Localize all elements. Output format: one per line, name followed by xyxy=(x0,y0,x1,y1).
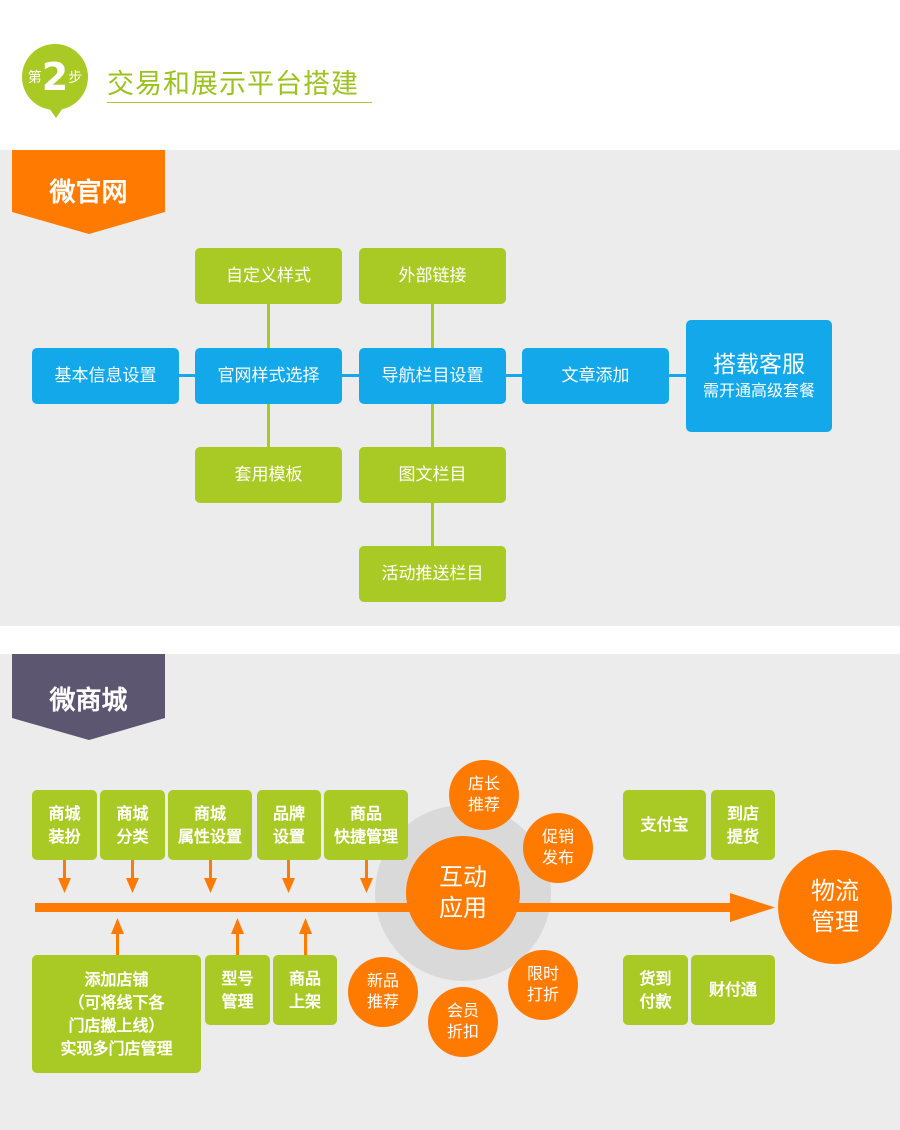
label: 管理 xyxy=(221,992,254,1011)
label: 互动 xyxy=(439,862,487,891)
mall-category-box: 商城分类 xyxy=(100,790,165,860)
service-title: 搭载客服 xyxy=(713,351,805,378)
label: 货到 xyxy=(639,968,672,988)
connector xyxy=(431,404,434,447)
label: 商城 xyxy=(48,803,81,823)
label: 限时 xyxy=(526,964,559,984)
connector xyxy=(267,304,270,348)
article-add-box: 文章添加 xyxy=(522,348,669,404)
store-pickup-box: 到店提货 xyxy=(711,790,775,860)
label: 折扣 xyxy=(446,1022,479,1041)
step-suffix: 步 xyxy=(68,70,83,86)
flash-sale-circle: 限时打折 xyxy=(508,950,578,1020)
logistics-circle: 物流管理 xyxy=(778,850,892,964)
label: 到店 xyxy=(726,803,759,823)
label: 设置 xyxy=(272,827,305,846)
section-banner: 微商城 xyxy=(49,686,128,716)
badge-pointer xyxy=(49,108,63,118)
mall-attribute-box: 商城属性设置 xyxy=(168,790,252,860)
label: 门店搬上线） xyxy=(68,1016,165,1035)
label: 商品 xyxy=(349,803,382,823)
label: 付款 xyxy=(639,992,672,1011)
label: 型号 xyxy=(221,968,254,988)
label: 快捷管理 xyxy=(333,827,398,846)
site-style-box: 官网样式选择 xyxy=(195,348,342,404)
label: 推荐 xyxy=(467,795,500,814)
label: 会员 xyxy=(446,1001,479,1021)
label: 物流 xyxy=(811,876,859,905)
step-number: 2 xyxy=(41,55,69,99)
step-badge: 第 2 步 xyxy=(22,44,88,110)
template-box: 套用模板 xyxy=(195,447,342,503)
connector xyxy=(431,503,434,546)
label: 品牌 xyxy=(272,803,305,823)
custom-style-box: 自定义样式 xyxy=(195,248,342,304)
label: 店长 xyxy=(467,774,500,794)
label: （可将线下各 xyxy=(68,992,165,1012)
model-manage-box: 型号管理 xyxy=(205,955,270,1025)
label: 上架 xyxy=(288,992,321,1011)
member-discount-circle: 会员折扣 xyxy=(428,987,498,1057)
banner-shape xyxy=(12,654,165,740)
mall-decor-box: 商城装扮 xyxy=(32,790,97,860)
cash-on-delivery-box: 货到付款 xyxy=(623,955,688,1025)
image-text-box: 图文栏目 xyxy=(359,447,506,503)
label: 发布 xyxy=(541,848,574,867)
label: 商城 xyxy=(193,803,226,823)
label: 新品 xyxy=(366,971,399,991)
product-quick-box: 商品快捷管理 xyxy=(324,790,408,860)
activity-push-box: 活动推送栏目 xyxy=(359,546,506,602)
label: 分类 xyxy=(116,827,149,846)
title-underline xyxy=(107,102,372,103)
promotion-circle: 促销发布 xyxy=(523,813,593,883)
section-banner: 微官网 xyxy=(49,178,128,208)
customer-service-box: 搭载客服 需开通高级套餐 xyxy=(686,320,832,432)
new-product-circle: 新品推荐 xyxy=(348,957,418,1027)
label: 应用 xyxy=(439,894,487,922)
tenpay-box: 财付通 xyxy=(691,955,775,1025)
brand-setting-box: 品牌设置 xyxy=(257,790,321,860)
banner-shape xyxy=(12,150,165,234)
label: 打折 xyxy=(526,985,559,1004)
label: 商城 xyxy=(116,803,149,823)
label: 管理 xyxy=(811,908,859,936)
product-shelf-box: 商品上架 xyxy=(273,955,337,1025)
service-note: 需开通高级套餐 xyxy=(702,380,815,400)
interactive-app-circle: 互动应用 xyxy=(406,836,520,950)
label: 推荐 xyxy=(366,992,399,1011)
label: 实现多门店管理 xyxy=(60,1039,173,1059)
connector xyxy=(267,404,270,447)
label: 提货 xyxy=(726,827,759,846)
label: 商品 xyxy=(288,968,321,988)
connector xyxy=(431,304,434,348)
step-prefix: 第 xyxy=(27,70,42,86)
label: 促销 xyxy=(541,827,574,847)
alipay-box: 支付宝 xyxy=(623,790,706,860)
external-link-box: 外部链接 xyxy=(359,248,506,304)
add-store-box: 添加店铺 （可将线下各 门店搬上线） 实现多门店管理 xyxy=(32,955,201,1073)
manager-recommend-circle: 店长推荐 xyxy=(449,760,519,830)
basic-info-box: 基本信息设置 xyxy=(32,348,179,404)
label: 装扮 xyxy=(48,827,81,846)
nav-column-box: 导航栏目设置 xyxy=(359,348,506,404)
flow-arrows xyxy=(35,860,775,955)
label: 添加店铺 xyxy=(84,969,149,989)
label: 属性设置 xyxy=(177,827,242,846)
page-title: 交易和展示平台搭建 xyxy=(107,69,359,100)
